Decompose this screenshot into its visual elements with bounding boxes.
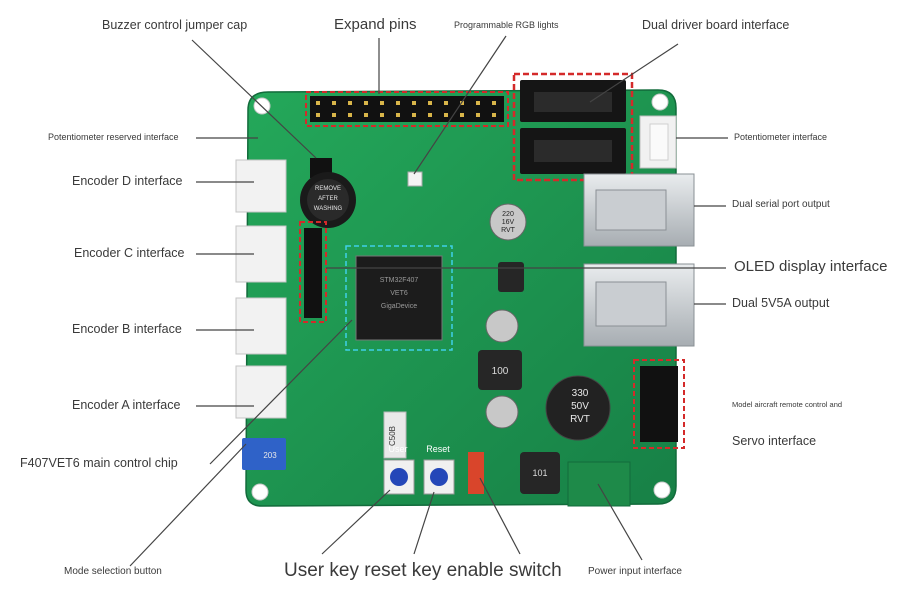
capacitor-330: 330 50V RVT: [545, 375, 611, 441]
label-encoder-c: Encoder C interface: [74, 246, 185, 260]
cap-top-line-1: 220: [502, 211, 514, 218]
mount-hole-tr: [651, 93, 669, 111]
label-encoder-a: Encoder A interface: [72, 398, 181, 412]
cap-330-line-3: RVT: [570, 414, 590, 425]
pot-code: 203: [263, 451, 277, 460]
label-encoder-d: Encoder D interface: [72, 174, 183, 188]
main-control-chip: STM32F407 VET6 GigaDevice: [345, 245, 453, 351]
mode-selection-pot: 203: [242, 438, 286, 470]
cap-330-line-2: 50V: [571, 401, 589, 412]
label-oled: OLED display interface: [734, 258, 888, 275]
pot-connector: [639, 115, 677, 169]
cap-top-line-3: RVT: [501, 227, 516, 234]
capacitor-low: [485, 395, 519, 429]
mount-hole-br: [653, 481, 671, 499]
user-key-button: [383, 459, 415, 495]
reset-key-silk: Reset: [426, 444, 450, 454]
buzzer: REMOVE AFTER WASHING: [300, 158, 356, 228]
inductor-101: 101: [520, 452, 560, 494]
rgb-led: [407, 171, 423, 187]
cap-330-line-1: 330: [572, 388, 589, 399]
oled-header: [299, 221, 327, 323]
dual-driver-connector: [512, 72, 634, 182]
label-expand-pins: Expand pins: [334, 16, 417, 33]
label-pot-reserved: Potentiometer reserved interface: [48, 132, 179, 142]
c50b-part: C50B: [383, 411, 407, 459]
label-encoder-b: Encoder B interface: [72, 322, 182, 336]
label-dual-5v5a: Dual 5V5A output: [732, 296, 830, 310]
capacitor-220: 220 16V RVT: [489, 203, 527, 241]
label-model-rc: Model aircraft remote control and: [732, 400, 843, 409]
label-rgb-lights: Programmable RGB lights: [454, 20, 559, 30]
enable-switch: [468, 452, 484, 494]
reset-key-button: [423, 459, 455, 495]
label-power-input: Power input interface: [588, 566, 682, 577]
inductor-upper: [498, 262, 524, 292]
chip-text-3: GigaDevice: [381, 303, 417, 310]
inductor-label: 100: [492, 366, 509, 377]
chip-text-2: VET6: [390, 290, 408, 297]
cap-top-line-2: 16V: [502, 219, 515, 226]
chip-text-1: STM32F407: [380, 277, 419, 284]
mount-hole-bl: [251, 483, 269, 501]
sw-code: C50B: [388, 426, 397, 446]
inductor-100: 100: [478, 350, 522, 390]
label-keys-switch: User key reset key enable switch: [284, 560, 562, 581]
user-key-silk: User: [388, 444, 407, 454]
servo-header: [633, 359, 685, 449]
expand-pin-header: [305, 91, 509, 127]
label-buzzer-jumper: Buzzer control jumper cap: [102, 18, 248, 32]
buzzer-sticker-line-2: AFTER: [318, 196, 338, 202]
buzzer-sticker-line-1: REMOVE: [315, 186, 341, 192]
label-pot-interface: Potentiometer interface: [734, 132, 828, 142]
label-mode-selection: Mode selection button: [64, 566, 162, 577]
inductor2-label: 101: [532, 468, 547, 478]
buzzer-sticker-line-3: WASHING: [314, 206, 343, 212]
serial-port-connectors: [583, 173, 695, 347]
capacitor-mid: [485, 309, 519, 343]
label-servo: Servo interface: [732, 434, 817, 448]
label-main-chip: F407VET6 main control chip: [20, 456, 178, 470]
encoder-connectors: [235, 159, 287, 419]
label-dual-driver: Dual driver board interface: [642, 18, 790, 32]
leader-lines: [129, 35, 728, 567]
power-terminal: [567, 461, 631, 507]
label-dual-serial: Dual serial port output: [732, 199, 830, 210]
